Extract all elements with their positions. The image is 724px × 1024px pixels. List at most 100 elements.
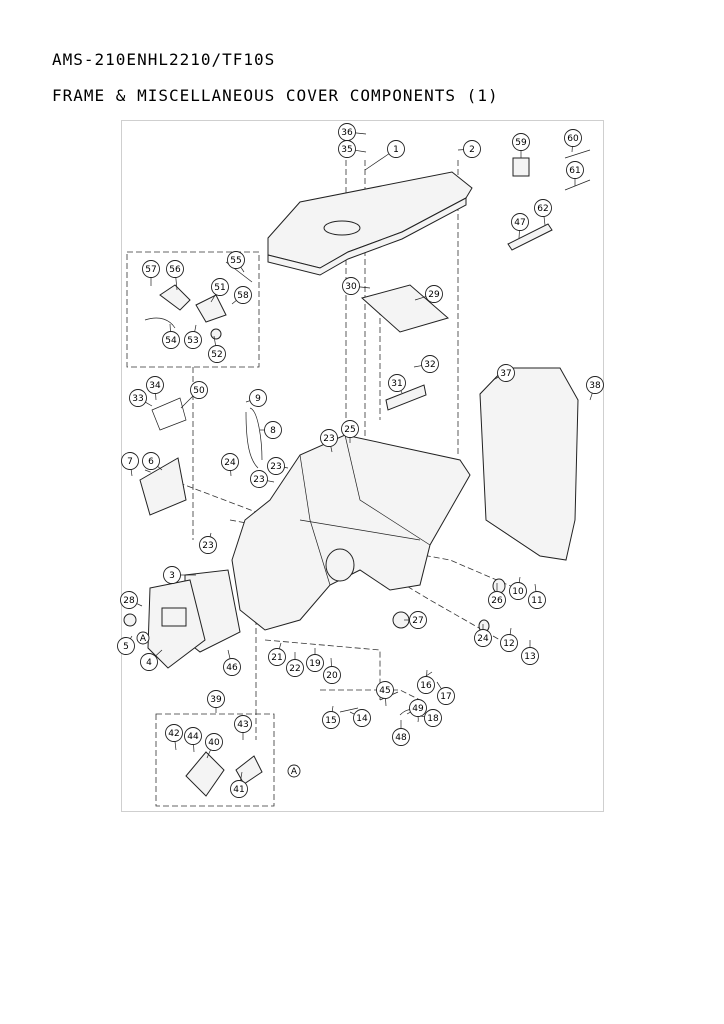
- callout-c61: 61: [566, 161, 584, 186]
- callout-number: 1: [393, 145, 399, 155]
- callout-circle: [512, 133, 530, 151]
- part-51: [195, 294, 227, 323]
- callout-circle: [323, 666, 341, 684]
- main-frame-body: [231, 434, 471, 631]
- callout-number: 49: [412, 704, 424, 714]
- callout-circle: [165, 724, 183, 742]
- callout-leader: [194, 324, 197, 332]
- screw-47-62: [507, 223, 553, 251]
- callout-number: 31: [391, 379, 402, 389]
- callout-leader: [155, 649, 163, 657]
- callout-c35: 35: [338, 140, 367, 158]
- callout-leader: [518, 576, 521, 583]
- callout-circle: [388, 374, 406, 392]
- callout-c23c: 23: [250, 470, 275, 488]
- callout-leader: [180, 395, 194, 409]
- callout-circle: [425, 285, 443, 303]
- callout-number: 27: [412, 616, 423, 626]
- callout-circle: [223, 658, 241, 676]
- callout-number: 55: [230, 256, 241, 266]
- callout-number: 8: [270, 426, 276, 436]
- callout-c6: 6: [142, 452, 163, 471]
- callout-c21: 21: [268, 642, 286, 666]
- callout-leader: [157, 466, 163, 471]
- callout-number: 35: [341, 145, 352, 155]
- callout-number: 54: [165, 336, 177, 346]
- callout-circle: [353, 709, 371, 727]
- callout-number: 23: [270, 462, 281, 472]
- callout-leader: [145, 401, 153, 407]
- callout-c46: 46: [223, 649, 241, 676]
- callout-circle: [129, 389, 147, 407]
- bracket-50: [151, 397, 187, 431]
- callout-c45: 45: [376, 681, 394, 707]
- callout-c12: 12: [500, 627, 518, 652]
- callout-circle: [421, 355, 439, 373]
- callout-c23d: 23: [199, 532, 217, 554]
- callout-circle: [249, 389, 267, 407]
- callout-circle: [146, 376, 164, 394]
- callout-circle: [322, 711, 340, 729]
- callout-circle: [211, 278, 229, 296]
- part-59-block: [512, 157, 530, 177]
- callout-number: 11: [531, 596, 542, 606]
- callout-c10: 10: [509, 576, 527, 600]
- callout-circle: [320, 429, 338, 447]
- top-plate-opening: [323, 220, 361, 236]
- callout-circle: [338, 140, 356, 158]
- callout-circle: [509, 582, 527, 600]
- callout-number: 24: [477, 634, 489, 644]
- callout-leader: [136, 603, 143, 607]
- callout-circle: [221, 453, 239, 471]
- callout-circle: [437, 687, 455, 705]
- callout-leader: [130, 469, 133, 477]
- reference-refA2: A: [287, 764, 301, 778]
- callout-circle: [500, 634, 518, 652]
- callout-circle: [250, 470, 268, 488]
- callout-c3: 3: [163, 566, 196, 584]
- pins-60-61: [564, 149, 591, 191]
- face-cover-label: [161, 607, 187, 627]
- subassembly-box-upper: [126, 251, 260, 368]
- callout-leader: [331, 705, 334, 712]
- callout-leader: [209, 532, 212, 537]
- callout-circle: [306, 654, 324, 672]
- callout-c31: 31: [388, 374, 406, 394]
- callout-c60: 60: [564, 129, 582, 153]
- plug-26: [492, 578, 506, 594]
- callout-number: 26: [491, 596, 503, 606]
- callout-c11: 11: [528, 583, 546, 609]
- callout-leader: [492, 376, 499, 381]
- callout-circle: [566, 161, 584, 179]
- subassembly-box-lower: [155, 713, 275, 807]
- callout-number: 53: [187, 336, 198, 346]
- model-title: AMS-210ENHL2210/TF10S: [52, 50, 276, 69]
- callout-circle: [205, 733, 223, 751]
- callout-circle: [142, 452, 160, 470]
- callout-circle: [511, 213, 529, 231]
- callout-number: 22: [289, 664, 300, 674]
- callout-number: 12: [503, 639, 514, 649]
- bracket-41: [235, 755, 263, 785]
- callout-leader: [278, 642, 282, 649]
- callout-circle: [163, 566, 181, 584]
- callout-number: 44: [187, 732, 199, 742]
- callout-circle: [497, 364, 515, 382]
- callout-number: 3: [169, 571, 175, 581]
- callout-c7: 7: [121, 452, 139, 477]
- callout-number: 38: [589, 381, 601, 391]
- callout-number: 14: [356, 714, 368, 724]
- callout-c27: 27: [404, 611, 427, 629]
- callout-circle: [564, 129, 582, 147]
- cover-plate-6: [139, 457, 187, 516]
- callout-c22: 22: [286, 652, 304, 677]
- callout-circle: [286, 659, 304, 677]
- callout-leader: [231, 300, 237, 305]
- callout-number: 42: [168, 729, 179, 739]
- callout-number: 58: [237, 291, 249, 301]
- callout-number: 23: [253, 475, 264, 485]
- callout-circle: [268, 648, 286, 666]
- callout-circle: [521, 647, 539, 665]
- callout-number: 60: [567, 134, 579, 144]
- callout-number: 46: [226, 663, 238, 673]
